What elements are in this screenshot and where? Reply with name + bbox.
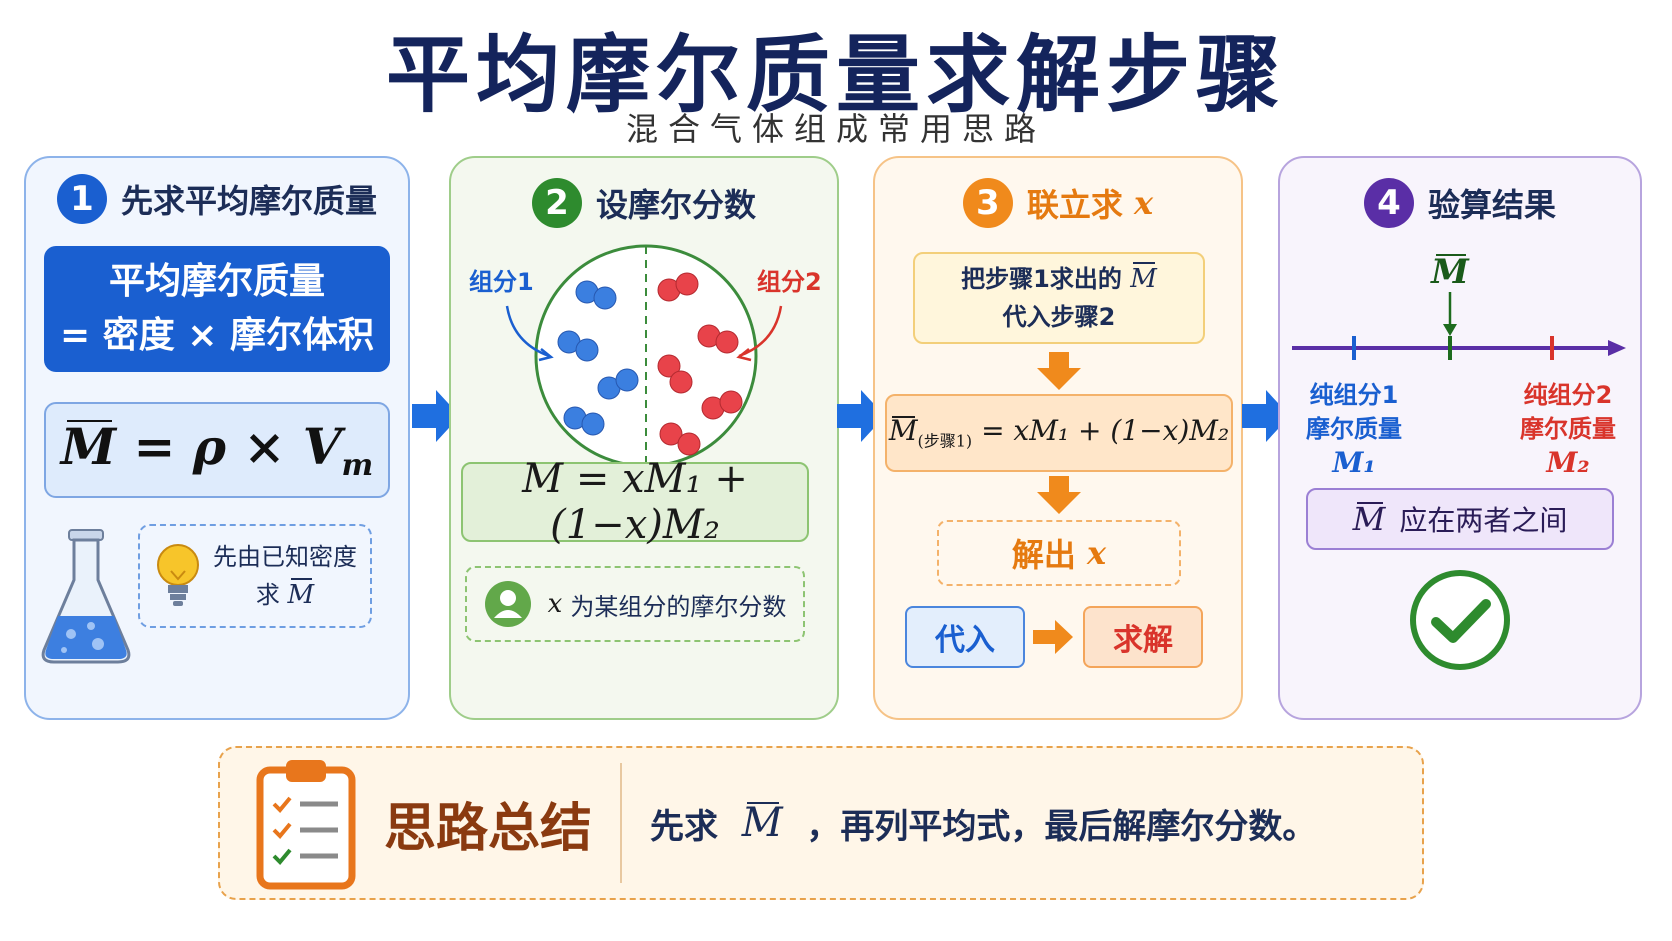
substitute-button: 代入 <box>905 606 1025 668</box>
arrow-down-icon <box>1037 476 1081 514</box>
step3-equation-box: M(步骤1) = xM₁ + (1−x)M₂ <box>885 394 1233 472</box>
step3-instruction-m: M <box>1130 260 1157 298</box>
arrow-right-icon <box>412 390 460 442</box>
step2-panel: 2 设摩尔分数 组分1 组分2 M = xM₁ + (1−x)M₂ <box>449 156 839 720</box>
step3-solve-var: x <box>1087 534 1107 572</box>
component1-label: 组分1 <box>469 268 534 296</box>
step2-note-x: x <box>547 589 563 619</box>
step4-number: 4 <box>1363 178 1414 228</box>
step1-hint-m: M <box>288 576 314 614</box>
step2-number: 2 <box>531 178 582 228</box>
step1-header: 1 先求平均摩尔质量 <box>26 174 408 224</box>
step2-formula: M = xM₁ + (1−x)M₂ <box>522 456 748 548</box>
step1-hint-line2: 求 <box>255 581 280 609</box>
step1-title: 先求平均摩尔质量 <box>120 182 377 220</box>
pure-component2-label: 纯组分2 摩尔质量 M₂ <box>1520 381 1616 479</box>
lightbulb-icon <box>157 544 199 606</box>
step3-instruction-line2: 代入步骤2 <box>1002 303 1116 331</box>
step1-formula-box: M = ρ × Vm <box>44 402 390 498</box>
number-line-marker-m: M <box>1431 252 1469 292</box>
step4-header: 4 验算结果 <box>1280 178 1640 228</box>
step2-note-box: x 为某组分的摩尔分数 <box>465 566 805 642</box>
step1-formula-m: M <box>60 417 117 476</box>
step1-definition-line2: = 密度 × 摩尔体积 <box>60 315 374 356</box>
step3-equation-rest: = xM₁ + (1−x)M₂ <box>981 414 1230 448</box>
solve-button: 求解 <box>1083 606 1203 668</box>
summary-divider <box>620 763 623 883</box>
step3-equation-m: M <box>888 414 918 448</box>
step1-definition-box: 平均摩尔质量 = 密度 × 摩尔体积 <box>44 246 390 372</box>
step1-definition-line1: 平均摩尔质量 <box>108 261 325 302</box>
step2-formula-box: M = xM₁ + (1−x)M₂ <box>461 456 809 548</box>
step3-solve-box: 解出 x <box>937 520 1181 586</box>
step2-note-text: 为某组分的摩尔分数 <box>570 592 787 621</box>
page-subtitle: 混合气体组成常用思路 <box>625 110 1046 148</box>
step1-formula-rest: = ρ × V <box>133 417 342 476</box>
step1-panel: 1 先求平均摩尔质量 平均摩尔质量 = 密度 × 摩尔体积 M = ρ × Vm… <box>24 156 410 720</box>
step4-range-box: M 应在两者之间 <box>1306 488 1614 550</box>
pure-component1-label: 纯组分1 摩尔质量 M₁ <box>1306 381 1402 479</box>
number-line <box>1292 292 1626 360</box>
step4-range-text: 应在两者之间 <box>1399 504 1568 537</box>
step2-header: 2 设摩尔分数 <box>451 178 837 228</box>
step1-formula-sub: m <box>341 448 374 483</box>
clipboard-checklist-icon <box>256 760 356 890</box>
step3-equation-sub: (步骤1) <box>917 431 973 451</box>
step3-header: 3 联立求 x <box>875 178 1241 228</box>
component2-label: 组分2 <box>757 268 822 296</box>
summary-title: 思路总结 <box>384 798 593 859</box>
step3-panel: 3 联立求 x 把步骤1求出的 M 代入步骤2 M(步骤1) = xM₁ + (… <box>873 156 1243 720</box>
step3-number: 3 <box>962 178 1013 228</box>
step4-panel: 4 验算结果 M 纯组分1 摩尔质量 M₁ 纯组分2 摩尔质量 M₂ M 应在两… <box>1278 156 1642 720</box>
step1-hint-line1: 先由已知密度 <box>213 543 357 571</box>
step1-hint-box: 先由已知密度 求 M <box>138 524 372 628</box>
step3-instruction-line1: 把步骤1求出的 <box>961 265 1122 293</box>
user-icon <box>484 581 531 627</box>
step4-title: 验算结果 <box>1427 186 1556 224</box>
step1-number: 1 <box>56 174 107 224</box>
summary-box: 思路总结 先求 M ，再列平均式，最后解摩尔分数。 <box>218 746 1424 900</box>
step4-range-m: M <box>1352 500 1386 538</box>
summary-text: 先求 M ，再列平均式，最后解摩尔分数。 <box>650 800 1317 847</box>
check-circle-icon <box>1410 570 1510 670</box>
arrow-right-icon <box>1033 620 1073 654</box>
step3-solve-label: 解出 <box>1011 536 1076 574</box>
step3-title-var: x <box>1134 184 1154 222</box>
page-title: 平均摩尔质量求解步骤 <box>385 26 1286 124</box>
step3-title: 联立求 <box>1026 186 1123 224</box>
flask-icon <box>41 529 131 664</box>
gas-mixture-diagram <box>505 244 783 468</box>
step3-instruction-box: 把步骤1求出的 M 代入步骤2 <box>913 252 1205 344</box>
arrow-down-icon <box>1037 352 1081 390</box>
step2-title: 设摩尔分数 <box>595 186 756 224</box>
